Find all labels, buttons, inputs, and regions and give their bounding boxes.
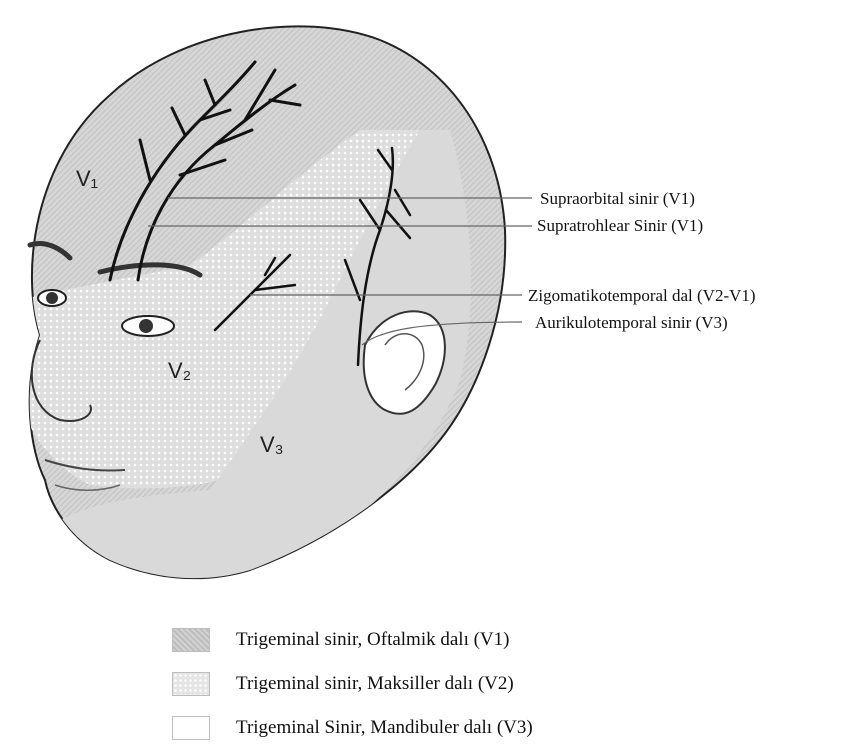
- legend-label-v2: Trigeminal sinir, Maksiller dalı (V2): [236, 673, 514, 695]
- legend-swatch-v1: [172, 628, 210, 652]
- legend: Trigeminal sinir, Oftalmik dalı (V1) Tri…: [172, 618, 692, 750]
- nerve-label-supratrochlear: Supratrohlear Sinir (V1): [537, 216, 703, 235]
- nerve-label-supraorbital: Supraorbital sinir (V1): [540, 189, 695, 208]
- region-label-v1: V₁: [76, 166, 98, 191]
- legend-label-v1: Trigeminal sinir, Oftalmik dalı (V1): [236, 629, 509, 651]
- legend-item-v2: Trigeminal sinir, Maksiller dalı (V2): [172, 662, 692, 706]
- legend-label-v3: Trigeminal Sinir, Mandibuler dalı (V3): [236, 717, 533, 739]
- legend-swatch-v3: [172, 716, 210, 740]
- region-label-v3: V₃: [260, 432, 284, 457]
- region-label-v2: V₂: [168, 358, 191, 383]
- legend-swatch-v2: [172, 672, 210, 696]
- nerve-label-zygomaticotemporal: Zigomatikotemporal dal (V2-V1): [528, 286, 756, 305]
- legend-item-v1: Trigeminal sinir, Oftalmik dalı (V1): [172, 618, 692, 662]
- legend-item-v3: Trigeminal Sinir, Mandibuler dalı (V3): [172, 706, 692, 750]
- left-eye-iris: [46, 292, 58, 304]
- head-illustration: [20, 26, 505, 583]
- right-eye-iris: [139, 319, 153, 333]
- nerve-label-auriculotemporal: Aurikulotemporal sinir (V3): [535, 313, 728, 332]
